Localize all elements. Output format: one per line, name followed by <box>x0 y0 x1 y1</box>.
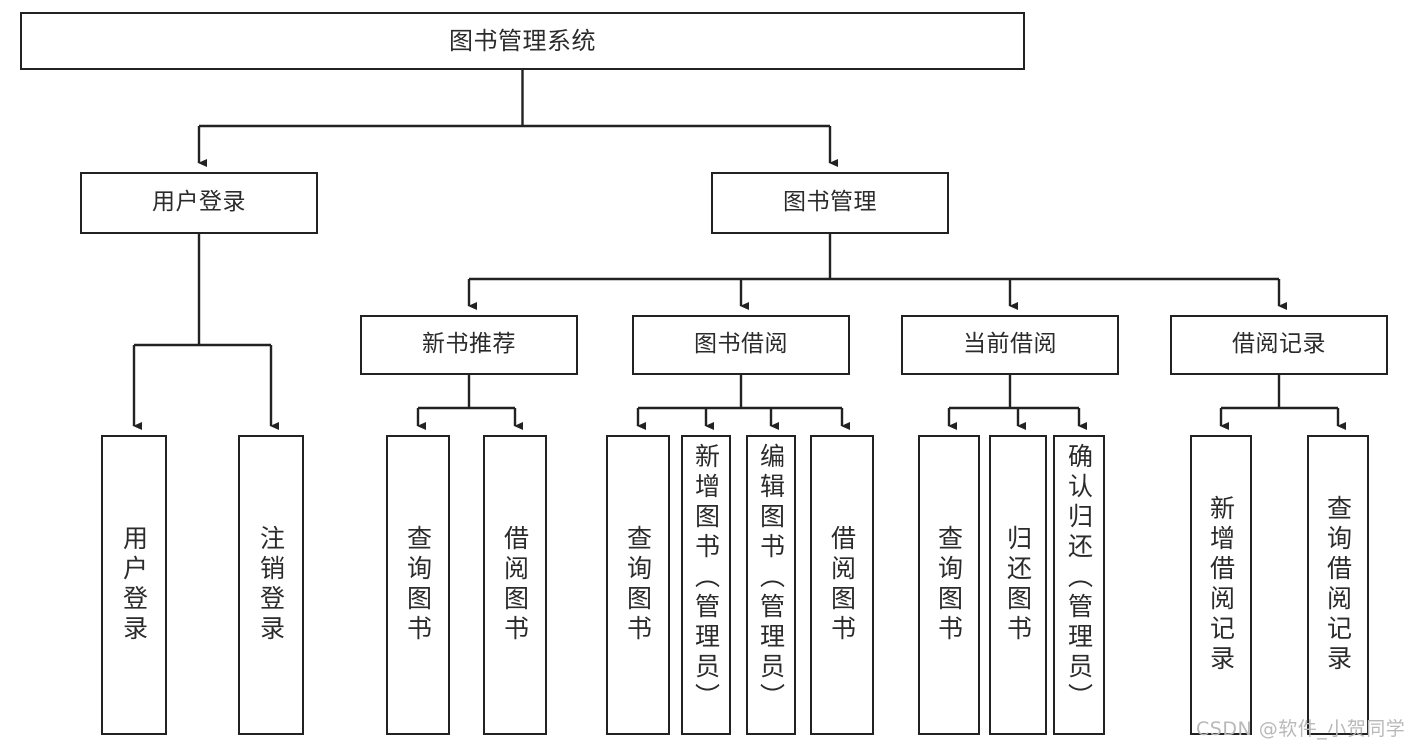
node-leaf-edit-book-admin[interactable]: 编辑图书（管理员） <box>746 435 796 735</box>
node-leaf-borrow-book[interactable]: 借阅图书 <box>810 435 874 735</box>
node-label: 确认归还（管理员） <box>1064 443 1094 713</box>
node-label: 用户登录 <box>152 189 246 216</box>
node-borrowing-records[interactable]: 借阅记录 <box>1170 315 1388 375</box>
node-label: 图书管理 <box>783 189 877 216</box>
node-new-book-recommendation[interactable]: 新书推荐 <box>360 315 578 375</box>
node-book-borrowing[interactable]: 图书借阅 <box>632 315 850 375</box>
node-label: 查询图书 <box>403 525 433 645</box>
node-label: 归还图书 <box>1003 525 1033 645</box>
node-label: 借阅图书 <box>827 525 857 645</box>
node-user-login-module[interactable]: 用户登录 <box>80 172 318 234</box>
node-label: 查询图书 <box>934 525 964 645</box>
node-label: 当前借阅 <box>963 331 1057 358</box>
csdn-watermark: CSDN @软件_小贺同学 <box>1196 718 1405 740</box>
node-leaf-query-book-borrow[interactable]: 查询图书 <box>606 435 670 735</box>
node-leaf-return-book[interactable]: 归还图书 <box>989 435 1047 735</box>
node-label: 新增图书（管理员） <box>691 443 721 713</box>
node-label: 查询图书 <box>623 525 653 645</box>
node-label: 编辑图书（管理员） <box>756 443 786 713</box>
node-label: 新增借阅记录 <box>1206 495 1236 675</box>
node-leaf-user-login[interactable]: 用户登录 <box>101 435 167 735</box>
node-leaf-query-book-current[interactable]: 查询图书 <box>918 435 980 735</box>
node-leaf-query-book-recommendation[interactable]: 查询图书 <box>386 435 450 735</box>
node-leaf-add-book-admin[interactable]: 新增图书（管理员） <box>681 435 731 735</box>
node-label: 用户登录 <box>119 525 149 645</box>
node-label: 图书借阅 <box>694 331 788 358</box>
node-book-management-module[interactable]: 图书管理 <box>711 172 949 234</box>
node-label: 注销登录 <box>256 525 286 645</box>
node-label: 新书推荐 <box>422 331 516 358</box>
node-label: 图书管理系统 <box>449 26 596 55</box>
node-label: 借阅记录 <box>1232 331 1326 358</box>
node-leaf-confirm-return-admin[interactable]: 确认归还（管理员） <box>1053 435 1105 735</box>
node-leaf-query-borrow-record[interactable]: 查询借阅记录 <box>1307 435 1369 735</box>
node-label: 查询借阅记录 <box>1323 495 1353 675</box>
node-root-system[interactable]: 图书管理系统 <box>20 12 1025 70</box>
node-leaf-borrow-book-recommendation[interactable]: 借阅图书 <box>483 435 547 735</box>
node-leaf-user-logout[interactable]: 注销登录 <box>238 435 304 735</box>
node-label: 借阅图书 <box>500 525 530 645</box>
node-leaf-add-borrow-record[interactable]: 新增借阅记录 <box>1190 435 1252 735</box>
node-current-borrowing[interactable]: 当前借阅 <box>901 315 1119 375</box>
